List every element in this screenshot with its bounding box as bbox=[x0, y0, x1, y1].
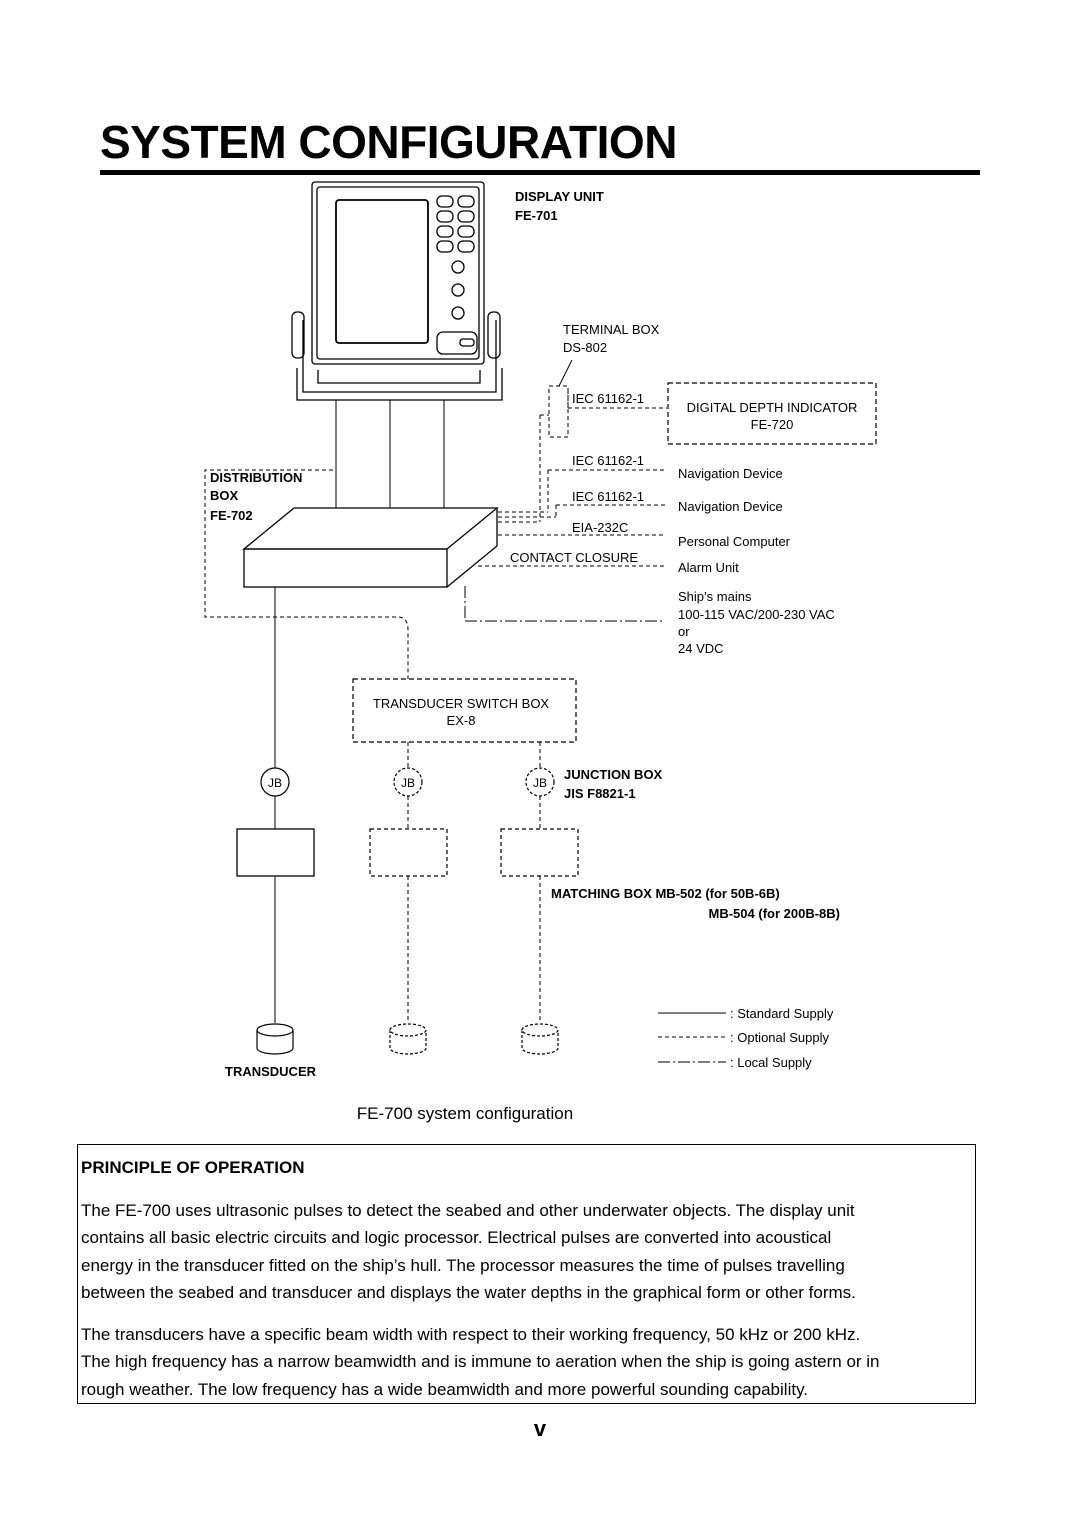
principle-heading: PRINCIPLE OF OPERATION bbox=[81, 1158, 305, 1177]
page-number: v bbox=[533, 1416, 547, 1441]
transducer-switch-box-model: EX-8 bbox=[447, 713, 476, 728]
power-line-1: Ship’s mains bbox=[678, 589, 752, 604]
legend-local: : Local Supply bbox=[730, 1055, 812, 1070]
connection-label-3: IEC 61162-1 bbox=[572, 489, 644, 504]
connection-label-1: IEC 61162-1 bbox=[572, 391, 644, 406]
system-configuration-diagram: DISPLAY UNIT FE-701 TERMINAL BOX DS-802 … bbox=[204, 181, 877, 1079]
device-navigation-2: Navigation Device bbox=[678, 499, 783, 514]
device-alarm-unit: Alarm Unit bbox=[678, 560, 739, 575]
device-personal-computer: Personal Computer bbox=[678, 534, 791, 549]
power-line-3: or bbox=[678, 624, 690, 639]
principle-paragraph-1: The FE-700 uses ultrasonic pulses to det… bbox=[81, 1197, 981, 1306]
legend: : Standard Supply : Optional Supply : Lo… bbox=[658, 1006, 834, 1070]
distribution-box-label-2: BOX bbox=[210, 488, 239, 503]
transducer-2 bbox=[389, 1023, 427, 1055]
distribution-box-model: FE-702 bbox=[210, 508, 253, 523]
distribution-box bbox=[242, 507, 499, 588]
power-line-2: 100-115 VAC/200-230 VAC bbox=[678, 607, 835, 622]
terminal-box bbox=[548, 385, 569, 438]
display-unit-model: FE-701 bbox=[515, 208, 558, 223]
terminal-box-model: DS-802 bbox=[563, 340, 607, 355]
paragraph-line: contains all basic electric circuits and… bbox=[81, 1228, 832, 1248]
svg-text:JB: JB bbox=[533, 776, 547, 790]
title-rule bbox=[100, 170, 980, 175]
terminal-box-label: TERMINAL BOX bbox=[563, 322, 660, 337]
connection-label-5: CONTACT CLOSURE bbox=[510, 550, 638, 565]
junction-box-3: JB bbox=[525, 767, 555, 797]
matching-box-label-2: MB-504 (for 200B-8B) bbox=[709, 906, 840, 921]
paragraph-line: rough weather. The low frequency has a w… bbox=[81, 1379, 809, 1399]
transducer-1 bbox=[256, 1023, 294, 1055]
matching-box-3 bbox=[500, 828, 579, 877]
digital-depth-indicator-model: FE-720 bbox=[751, 417, 794, 432]
principle-of-operation-box: PRINCIPLE OF OPERATION The FE-700 uses u… bbox=[77, 1144, 976, 1404]
paragraph-line: energy in the transducer fitted on the s… bbox=[81, 1255, 845, 1275]
svg-text:JB: JB bbox=[268, 776, 282, 790]
transducer-switch-box bbox=[352, 678, 577, 743]
matching-box-2 bbox=[369, 828, 448, 877]
display-unit-label: DISPLAY UNIT bbox=[515, 189, 604, 204]
transducer-switch-box-label: TRANSDUCER SWITCH BOX bbox=[373, 696, 550, 711]
paragraph-line: The transducers have a specific beam wid… bbox=[81, 1325, 861, 1344]
matching-box-1 bbox=[236, 828, 315, 877]
paragraph-line: between the seabed and transducer and di… bbox=[81, 1282, 856, 1302]
paragraph-line: The FE-700 uses ultrasonic pulses to det… bbox=[81, 1201, 855, 1220]
matching-box-label-1: MATCHING BOX MB-502 (for 50B-6B) bbox=[551, 886, 780, 901]
junction-box-label: JUNCTION BOX bbox=[564, 767, 663, 782]
connection-label-4: EIA-232C bbox=[572, 520, 628, 535]
connection-label-2: IEC 61162-1 bbox=[572, 453, 644, 468]
paragraph-line: The high frequency has a narrow beamwidt… bbox=[81, 1352, 880, 1372]
digital-depth-indicator-box bbox=[667, 382, 877, 445]
junction-box-2: JB bbox=[393, 767, 423, 797]
transducer-label: TRANSDUCER bbox=[225, 1064, 317, 1079]
legend-standard: : Standard Supply bbox=[730, 1006, 834, 1021]
svg-text:JB: JB bbox=[401, 776, 415, 790]
display-unit-keys bbox=[436, 195, 478, 355]
figure-caption: FE-700 system configuration bbox=[356, 1104, 574, 1123]
distribution-box-label-1: DISTRIBUTION bbox=[210, 470, 302, 485]
junction-box-model: JIS F8821-1 bbox=[564, 786, 636, 801]
display-unit bbox=[291, 181, 503, 401]
power-line-4: 24 VDC bbox=[678, 641, 724, 656]
legend-optional: : Optional Supply bbox=[730, 1030, 830, 1045]
principle-paragraph-2: The transducers have a specific beam wid… bbox=[81, 1321, 981, 1403]
page-title: SYSTEM CONFIGURATION bbox=[100, 116, 677, 168]
transducer-3 bbox=[521, 1023, 559, 1055]
digital-depth-indicator-label: DIGITAL DEPTH INDICATOR bbox=[687, 400, 858, 415]
device-navigation-1: Navigation Device bbox=[678, 466, 783, 481]
junction-box-1: JB bbox=[260, 767, 290, 797]
